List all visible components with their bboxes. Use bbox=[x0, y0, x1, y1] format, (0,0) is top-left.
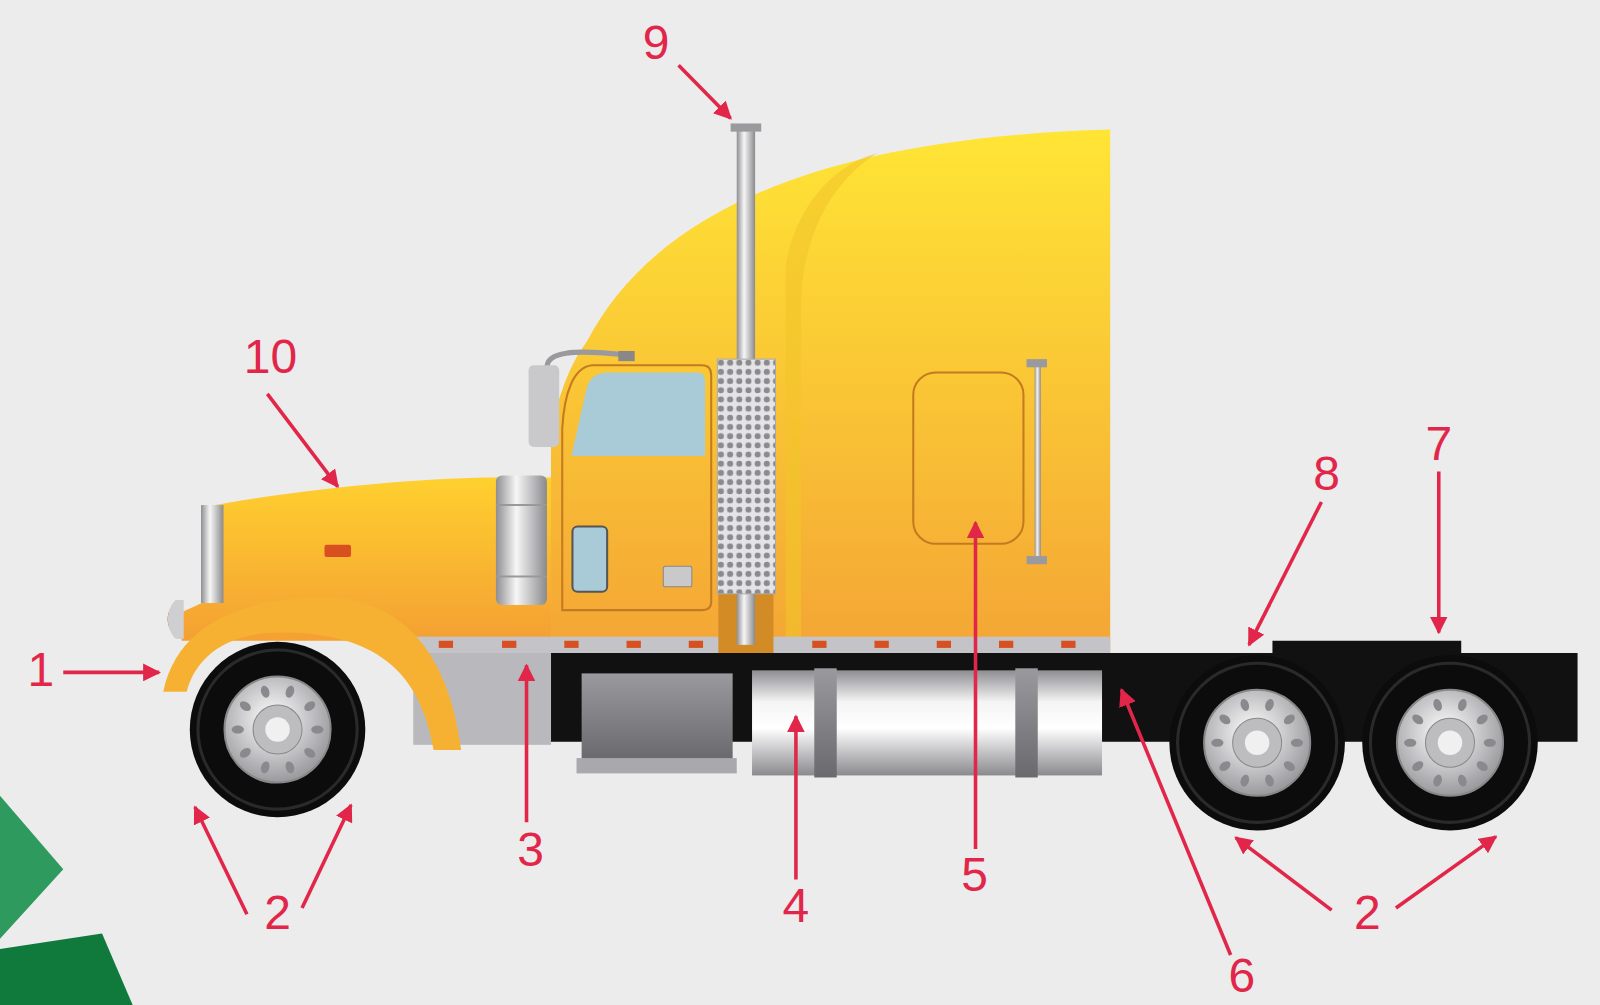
wheel-slot bbox=[284, 685, 296, 699]
wheel-slot bbox=[1264, 698, 1276, 712]
wheel-slot bbox=[1282, 713, 1297, 727]
wheel-slot bbox=[1457, 774, 1469, 788]
callout-number: 10 bbox=[244, 333, 297, 381]
wheel-slot bbox=[1410, 713, 1425, 727]
callout-number: 3 bbox=[517, 826, 544, 874]
callout-number: 5 bbox=[961, 851, 988, 899]
wheel-slot bbox=[1475, 759, 1490, 773]
wheel-slot bbox=[238, 746, 253, 760]
callout-number: 2 bbox=[264, 889, 291, 937]
wheel-slot bbox=[1239, 698, 1251, 712]
wheel-slot bbox=[1410, 759, 1425, 773]
wheel-slot bbox=[1475, 713, 1490, 727]
wheel-slot bbox=[1291, 739, 1303, 747]
wheel-slot bbox=[1239, 774, 1251, 788]
wheel-slot bbox=[1432, 774, 1444, 788]
wheel-slot bbox=[1264, 774, 1276, 788]
callout-number: 1 bbox=[27, 646, 54, 694]
wheel-slot bbox=[1457, 698, 1469, 712]
callout-number: 8 bbox=[1313, 450, 1340, 498]
wheel-slot bbox=[232, 725, 244, 733]
wheel-slot bbox=[1282, 759, 1297, 773]
callout-number: 7 bbox=[1425, 420, 1452, 468]
callout-number: 9 bbox=[643, 19, 670, 67]
wheel-slot bbox=[1484, 739, 1496, 747]
wheel-slot bbox=[284, 760, 296, 774]
wheel-slot bbox=[302, 699, 317, 713]
wheel-slot bbox=[1211, 739, 1223, 747]
wheel-slot bbox=[302, 746, 317, 760]
wheel-slot bbox=[311, 725, 323, 733]
callout-number: 2 bbox=[1354, 889, 1381, 937]
wheel-slot bbox=[1404, 739, 1416, 747]
callout-number: 6 bbox=[1228, 952, 1255, 1000]
wheel-slot bbox=[1218, 759, 1233, 773]
wheel-slot bbox=[238, 699, 253, 713]
wheel-slot bbox=[259, 685, 271, 699]
wheel-slot bbox=[259, 760, 271, 774]
wheel-slot bbox=[1218, 713, 1233, 727]
callout-number: 4 bbox=[783, 882, 810, 930]
wheel-slot bbox=[1432, 698, 1444, 712]
